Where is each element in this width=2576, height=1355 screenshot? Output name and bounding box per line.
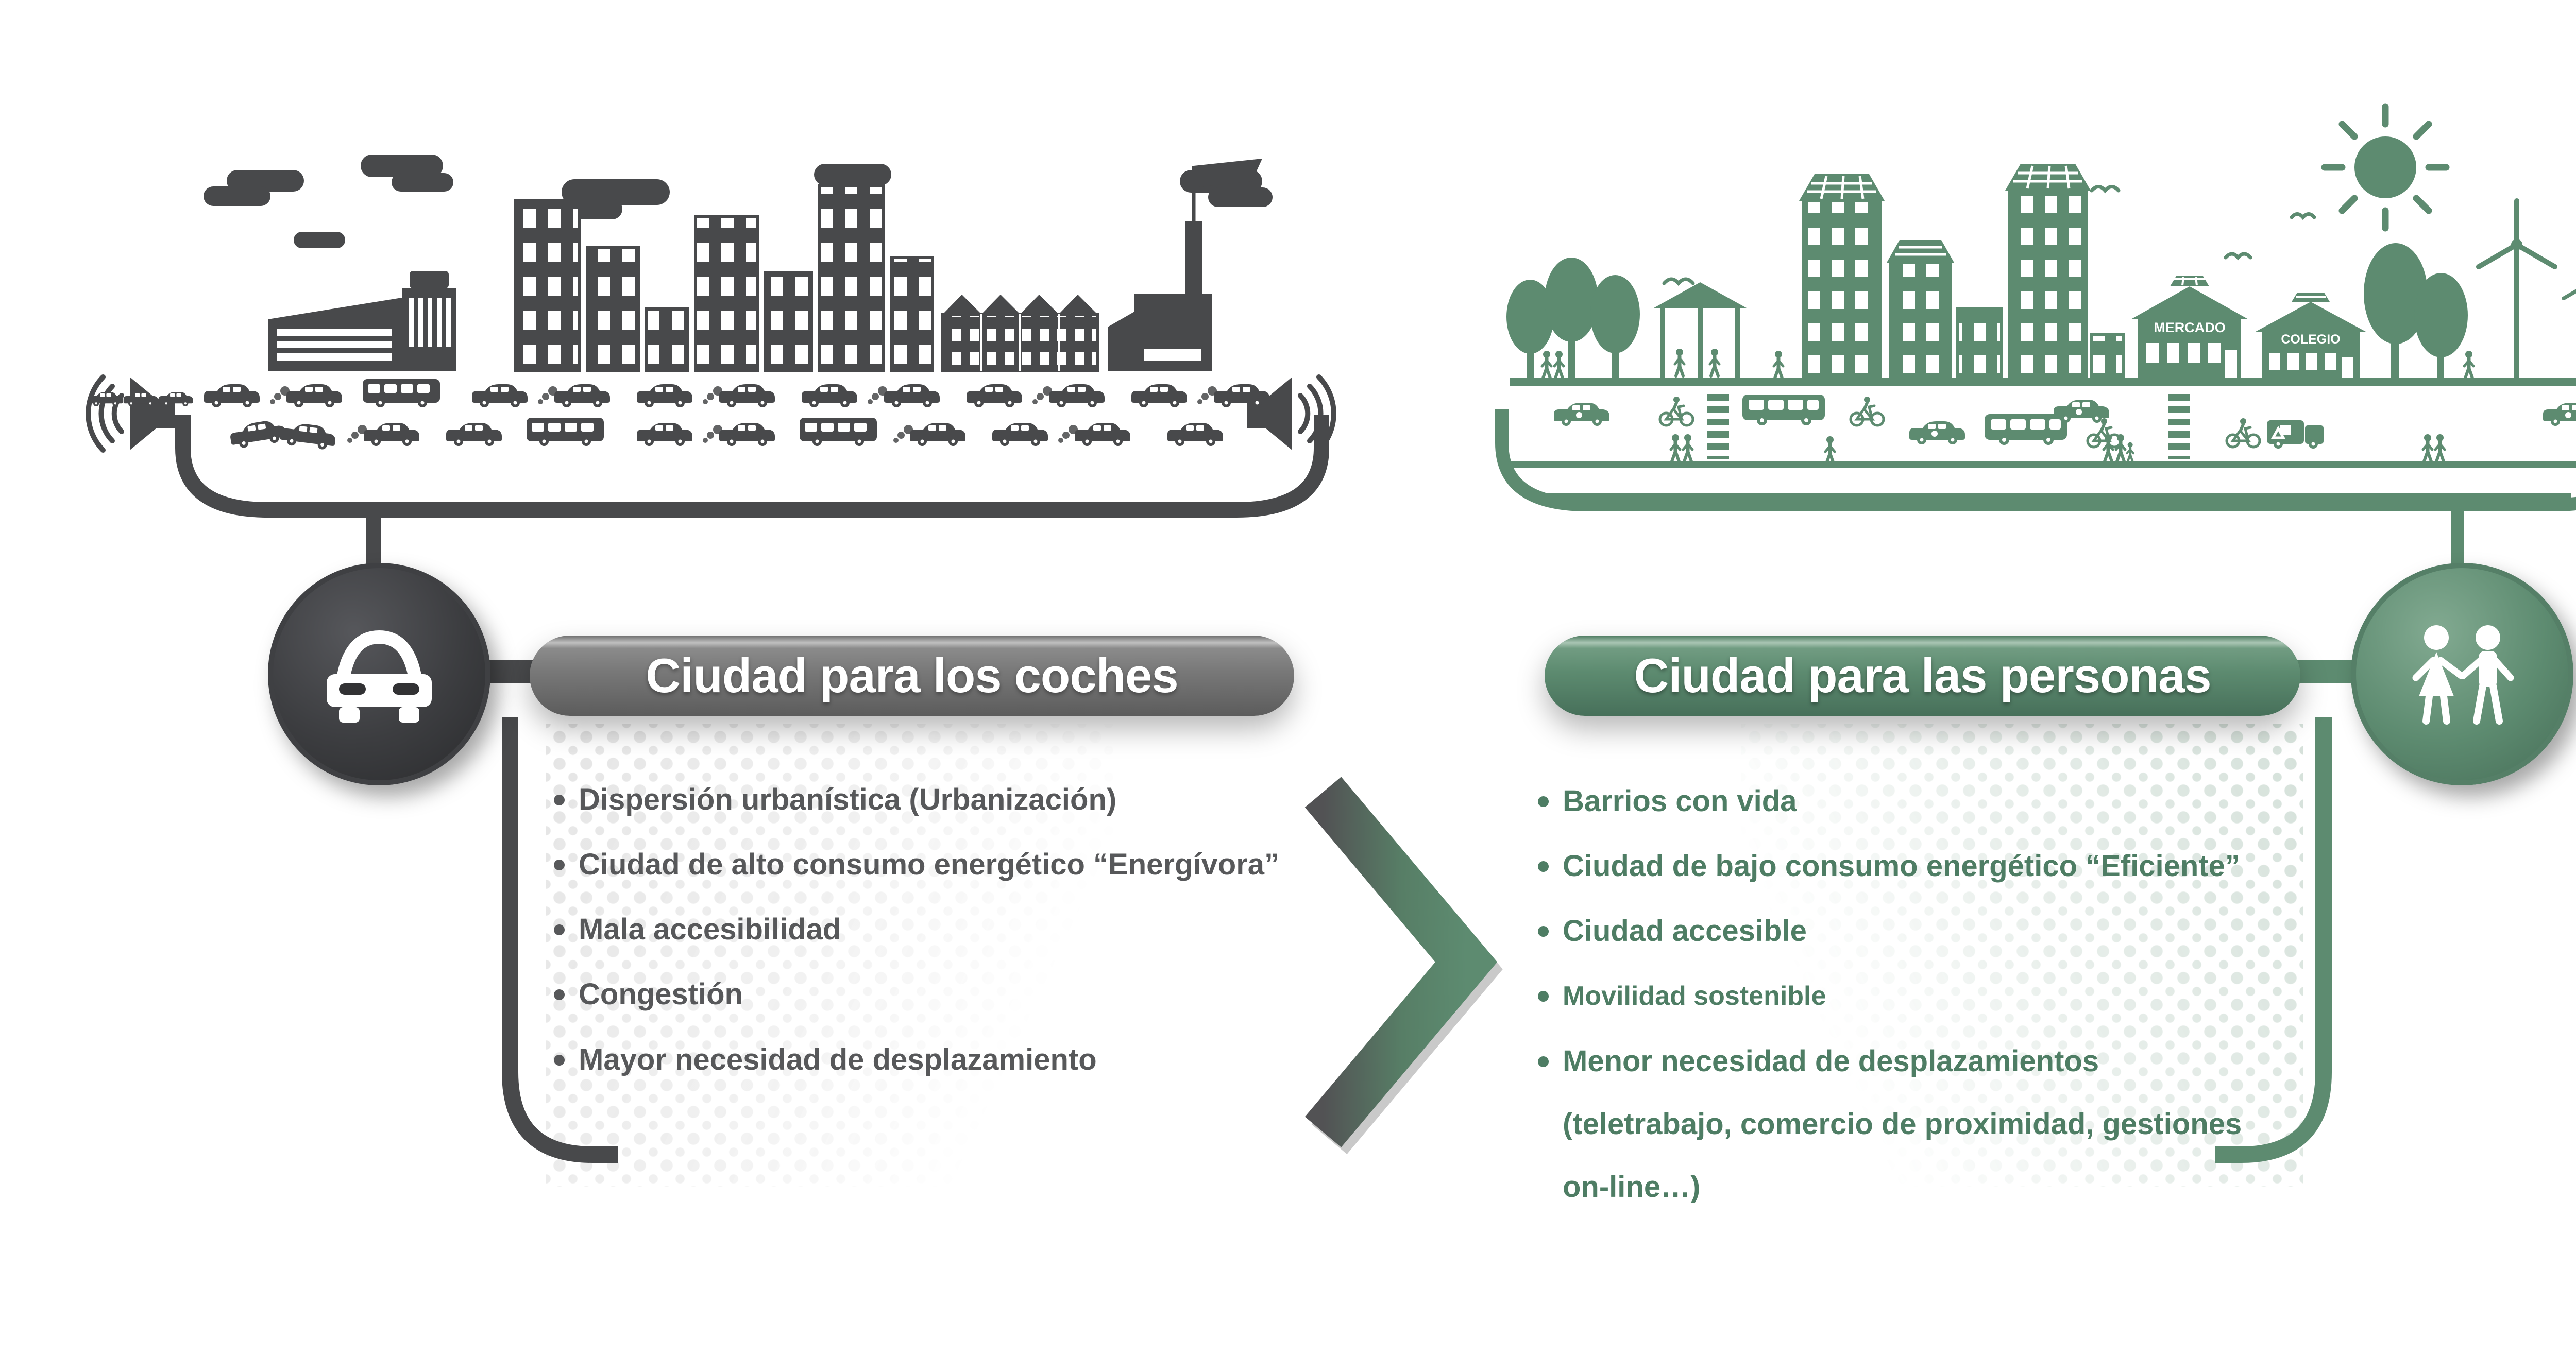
bullet-text: Mayor necesidad de desplazamiento	[579, 1043, 1097, 1076]
factory-icon	[1108, 159, 1262, 371]
bullet-text: Barrios con vida	[1563, 784, 1797, 818]
bullet-item: Barrios con vida	[1538, 770, 2331, 833]
bullet-item: Mayor necesidad de desplazamiento	[554, 1028, 1316, 1091]
solar-panel-icons	[1799, 164, 2091, 263]
bullet-text: Mala accesibilidad	[579, 913, 841, 946]
car-badge	[268, 563, 490, 785]
people-badge	[2351, 563, 2573, 785]
transition-chevron-icon	[1304, 777, 1503, 1154]
wind-turbine-icon	[2564, 250, 2576, 380]
sustainable-traffic-row	[1554, 394, 2576, 459]
pedestrian-icon	[1554, 351, 1564, 378]
left-city-illustration	[72, 155, 1350, 458]
bullet-dot	[1538, 900, 1563, 937]
bullet-dot	[554, 1028, 579, 1066]
sidewalk-line	[1535, 493, 2571, 499]
bullet-item: Ciudad accesible	[1538, 900, 2331, 963]
sun-icon	[2321, 103, 2450, 232]
wind-turbine-icon	[2479, 201, 2555, 379]
noise-speaker-icon	[88, 377, 175, 450]
bullet-dot	[1538, 770, 1563, 807]
bullet-dot	[554, 833, 579, 870]
street-line	[1510, 378, 2576, 386]
right-banner: Ciudad para las personas	[1545, 636, 2300, 716]
pedestrian-icon	[1774, 351, 1783, 378]
bullet-dot	[554, 963, 579, 1000]
bullet-item: Ciudad de bajo consumo energético “Efici…	[1538, 835, 2331, 898]
traffic-row	[88, 379, 1269, 407]
bullet-dot	[554, 768, 579, 805]
right-city-bracket	[1495, 409, 2576, 582]
left-banner-title: Ciudad para los coches	[646, 648, 1178, 702]
bullet-item: Dispersión urbanística (Urbanización)	[554, 768, 1316, 831]
people-couple-icon	[2412, 625, 2514, 725]
bullet-dot	[1538, 965, 1563, 1002]
bus-icon	[363, 379, 440, 407]
pedestrian-icon	[1542, 351, 1551, 378]
halftone-pattern	[1741, 724, 2303, 1187]
halftone-pattern	[546, 724, 1113, 1187]
bullet-text: Ciudad de alto consumo energético “Energ…	[579, 848, 1280, 881]
bullet-text: Menor necesidad de desplazamientos (tele…	[1563, 1044, 2242, 1204]
school-building: COLEGIO	[2256, 293, 2366, 380]
park-gazebo	[1654, 282, 1747, 380]
market-label: MERCADO	[2154, 320, 2226, 335]
bullet-dot	[554, 898, 579, 935]
bullet-dot	[1538, 835, 1563, 872]
left-list-bracket	[502, 717, 618, 1163]
bullet-item: Menor necesidad de desplazamientos (tele…	[1538, 1030, 2275, 1219]
right-banner-title: Ciudad para las personas	[1634, 648, 2211, 702]
market-building: MERCADO	[2131, 276, 2248, 380]
car-icon	[327, 630, 432, 723]
right-list-bracket	[2215, 717, 2332, 1163]
bullet-text: Movilidad sostenible	[1563, 981, 1826, 1011]
sidewalk-line	[1510, 461, 2576, 468]
tree-icons	[1506, 258, 1640, 383]
school-label: COLEGIO	[2281, 332, 2340, 347]
solar-tower-buildings	[1802, 189, 2125, 382]
mall-building	[268, 271, 456, 371]
factory-flag-icon	[1194, 159, 1262, 187]
bullet-item: Mala accesibilidad	[554, 898, 1316, 961]
bullet-text: Congestión	[579, 977, 743, 1011]
left-banner: Ciudad para los coches	[530, 636, 1294, 716]
pedestrian-icon	[2464, 351, 2473, 378]
bullet-item: Movilidad sostenible	[1538, 965, 2331, 1027]
bullet-text: Ciudad de bajo consumo energético “Efici…	[1563, 849, 2240, 883]
right-city-illustration: MERCADO COLEGIO	[1506, 103, 2576, 499]
bullet-text: Ciudad accesible	[1563, 914, 1807, 948]
bullet-text: Dispersión urbanística (Urbanización)	[579, 783, 1117, 816]
tree-icons	[2364, 243, 2468, 380]
tower-buildings	[514, 184, 934, 372]
row-house-buildings	[941, 295, 1099, 372]
bullet-item: Congestión	[554, 963, 1316, 1026]
bullet-item: Ciudad de alto consumo energético “Energ…	[554, 833, 1316, 896]
left-city-bracket	[175, 415, 1329, 587]
bullet-dot	[1538, 1030, 1563, 1067]
